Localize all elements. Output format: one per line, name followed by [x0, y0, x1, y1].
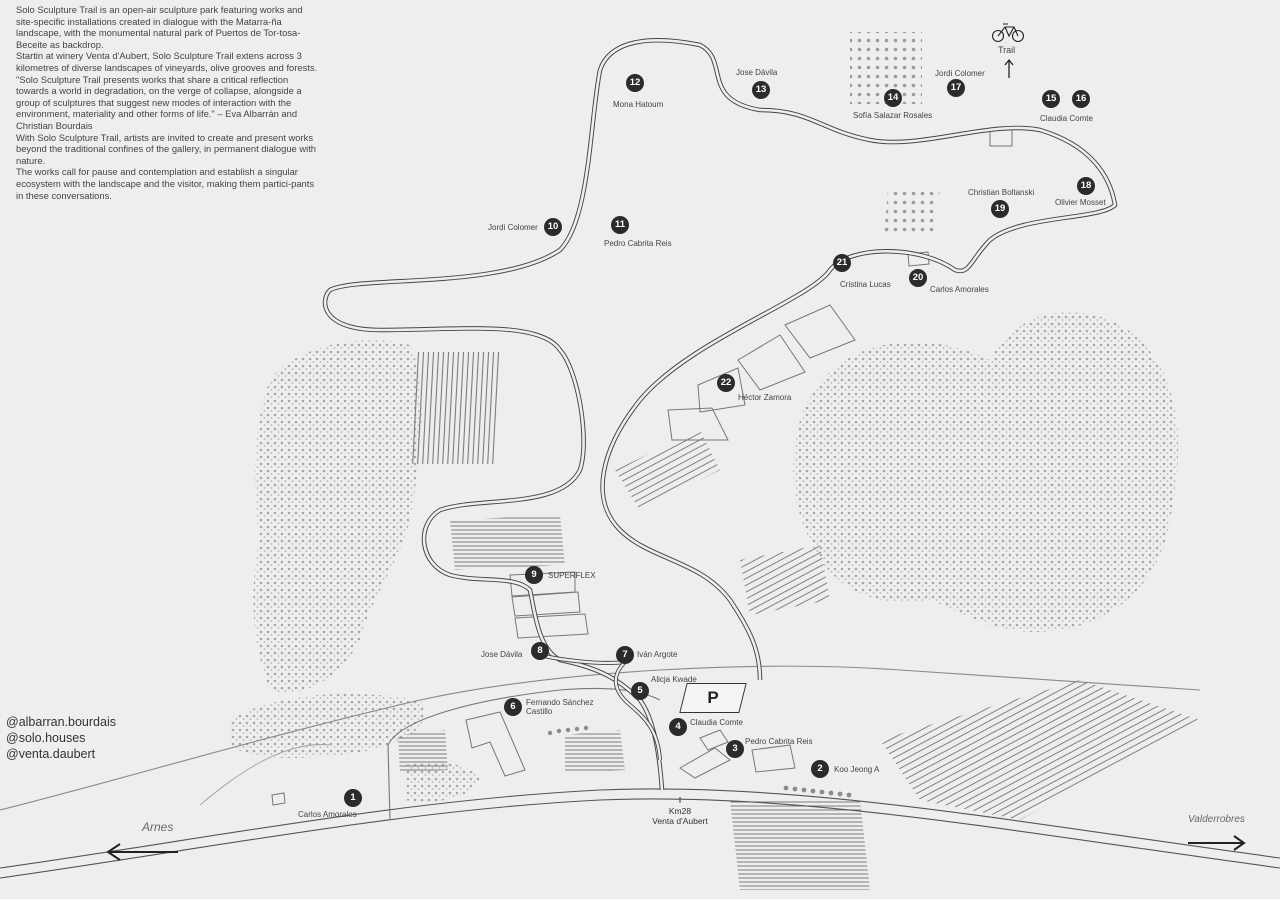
secondary-road [0, 665, 1201, 811]
forest-areas [230, 312, 1179, 802]
handle-venta-daubert[interactable]: @venta.daubert [6, 747, 96, 761]
vineyard-5 [880, 680, 1200, 820]
km-label: Km28 Venta d'Aubert [648, 806, 712, 826]
intro-paragraph: The works call for pause and contemplati… [16, 166, 315, 201]
stop-19-label: Christian Boltanski [968, 188, 1035, 197]
main-road-edge-2 [0, 798, 1280, 879]
main-road-edge-1 [0, 788, 1280, 869]
intro-paragraph: "Solo Sculpture Trail presents works tha… [16, 73, 302, 131]
stop-21-label: Cristina Lucas [840, 280, 891, 289]
stop-15-marker[interactable]: 15 [1042, 90, 1060, 108]
stop-13-label: Jose Dávila [736, 68, 778, 77]
stop-7-label: Iván Argote [637, 650, 678, 659]
vineyard-8 [398, 730, 448, 772]
km-number: Km28 [668, 806, 692, 816]
intro-paragraph: Startin at winery Venta d'Aubert, Solo S… [16, 50, 318, 73]
handle-solo-houses[interactable]: @solo.houses [6, 731, 86, 745]
parking-area[interactable]: P [679, 683, 747, 713]
stop-11-marker[interactable]: 11 [611, 216, 629, 234]
place-arnes: Arnes [142, 820, 174, 834]
vineyard-4 [740, 545, 830, 615]
stop-4-marker[interactable]: 4 [669, 718, 687, 736]
stop-14-marker[interactable]: 14 [884, 89, 902, 107]
arrow-left-icon [106, 843, 178, 861]
stop-3-label: Pedro Cabrita Reis [745, 737, 813, 746]
vineyards [398, 32, 1200, 890]
stop-12-label: Mona Hatoum [613, 100, 664, 109]
stop-17-marker[interactable]: 17 [947, 79, 965, 97]
stop-8-marker[interactable]: 8 [531, 642, 549, 660]
stop-5-marker[interactable]: 5 [631, 682, 649, 700]
stop-12-marker[interactable]: 12 [626, 74, 644, 92]
stop-6-label: Fernando Sánchez Castillo [526, 698, 594, 716]
stop-1-label: Carlos Amorales [298, 810, 357, 819]
place-valderrobres: Valderrobres [1188, 814, 1245, 825]
stop-11-label: Pedro Cabrita Reis [604, 239, 672, 248]
intro-paragraph: Solo Sculpture Trail is an open-air scul… [16, 4, 303, 50]
stop-22-label: Héctor Zamora [738, 393, 792, 402]
stop-2-marker[interactable]: 2 [811, 760, 829, 778]
bicycle-icon [991, 23, 1025, 43]
forest-east [793, 312, 1179, 633]
stop-1-marker[interactable]: 1 [344, 789, 362, 807]
km-place: Venta d'Aubert [652, 816, 708, 826]
stop-3-marker[interactable]: 3 [726, 740, 744, 758]
trail-label: Trail [998, 45, 1016, 55]
intro-text: Solo Sculpture Trail is an open-air scul… [16, 4, 322, 201]
stop-21-marker[interactable]: 21 [833, 254, 851, 272]
intro-paragraph: With Solo Sculpture Trail, artists are i… [16, 131, 317, 166]
stop-20-label: Carlos Amorales [930, 285, 989, 294]
stop-18-label: Olivier Mosset [1055, 198, 1106, 207]
stop-9-label: SUPERFLEX [548, 571, 596, 580]
stop-6-marker[interactable]: 6 [504, 698, 522, 716]
arrow-right-icon [1188, 835, 1246, 851]
shrub-row [547, 725, 852, 798]
stop-8-label: Jose Dávila [481, 650, 523, 659]
stop-13-marker[interactable]: 13 [752, 81, 770, 99]
stop-22-marker[interactable]: 22 [717, 374, 735, 392]
stop-4-label: Claudia Comte [690, 718, 743, 727]
forest-south [405, 762, 480, 802]
parking-icon: P [707, 688, 719, 707]
vineyard-7 [565, 730, 625, 772]
stop-10-label: Jordi Colomer [488, 223, 538, 232]
stop-17-label: Jordi Colomer [935, 69, 985, 78]
vineyard-1 [411, 352, 500, 464]
direction-arrows [106, 23, 1246, 861]
vineyard-2 [450, 515, 565, 570]
stop-10-marker[interactable]: 10 [544, 218, 562, 236]
stop-14-label: Sofía Salazar Rosales [853, 111, 933, 120]
stop-7-marker[interactable]: 7 [616, 646, 634, 664]
stop-16-marker[interactable]: 16 [1072, 90, 1090, 108]
vineyard-3 [615, 430, 720, 510]
vineyard-6 [730, 800, 870, 890]
stop-19-marker[interactable]: 19 [991, 200, 1009, 218]
stop-5-label: Alicja Kwade [651, 675, 697, 684]
handle-albarran-bourdais[interactable]: @albarran.bourdais [6, 715, 116, 729]
stop-2-label: Koo Jeong A [834, 765, 880, 774]
stop-18-marker[interactable]: 18 [1077, 177, 1095, 195]
stop-9-marker[interactable]: 9 [525, 566, 543, 584]
arrow-up-icon [1004, 58, 1014, 78]
stop-20-marker[interactable]: 20 [909, 269, 927, 287]
field-plots [271, 127, 1013, 806]
sculpture-trail [322, 38, 1118, 791]
forest-west [253, 339, 422, 693]
stop-16-label: Claudia Comte [1040, 114, 1093, 123]
forest-southwest [230, 694, 425, 758]
social-handles: @albarran.bourdais @solo.houses @venta.d… [6, 714, 116, 762]
olive-grid-east [884, 188, 940, 236]
